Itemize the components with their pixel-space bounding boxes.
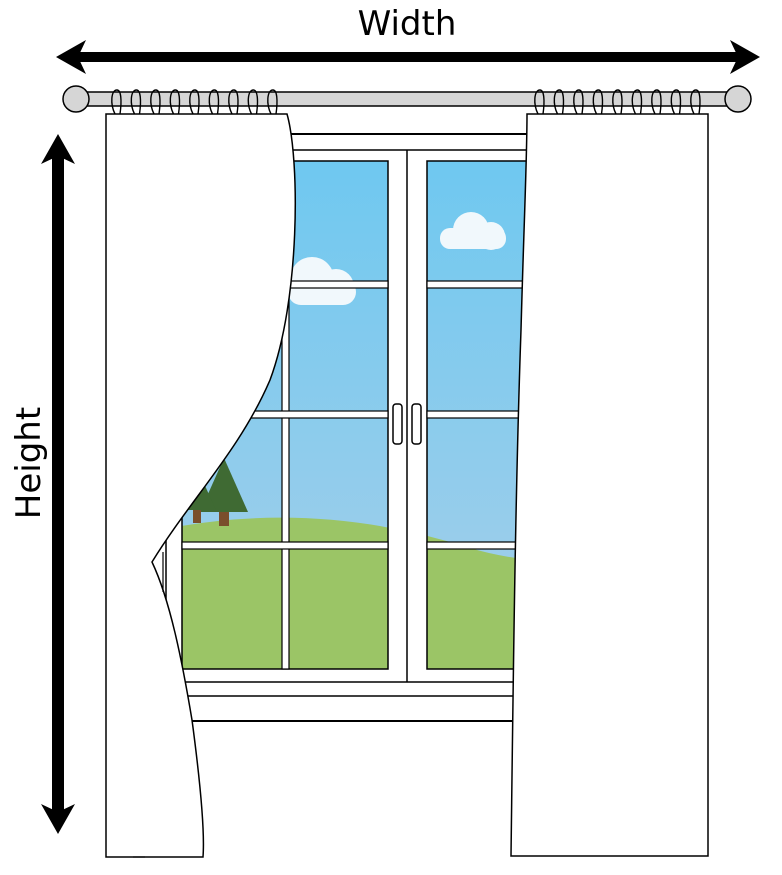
curtain-ring-icon bbox=[534, 89, 545, 115]
rod-end-right-icon bbox=[724, 85, 752, 113]
curtain-ring-icon bbox=[247, 89, 259, 115]
curtain-ring-icon bbox=[651, 89, 662, 115]
height-arrow-icon bbox=[41, 134, 75, 834]
left-curtain bbox=[105, 113, 297, 858]
window bbox=[149, 133, 561, 722]
curtain-ring-icon bbox=[189, 89, 200, 115]
right-curtain bbox=[510, 113, 709, 857]
curtain-ring-icon bbox=[612, 89, 623, 115]
height-label: Height bbox=[9, 407, 49, 519]
right-handle bbox=[411, 403, 422, 445]
hill bbox=[182, 517, 527, 669]
width-label: Width bbox=[358, 4, 457, 44]
curtain-ring-icon bbox=[553, 89, 565, 115]
cloud-icon bbox=[440, 212, 506, 250]
curtain-ring-icon bbox=[573, 89, 584, 115]
curtain-rings-left bbox=[111, 89, 278, 115]
curtain-rod bbox=[62, 85, 752, 113]
left-handle bbox=[392, 403, 403, 445]
curtain-ring-icon bbox=[267, 89, 278, 115]
rod-end-left-icon bbox=[62, 85, 90, 113]
curtain-ring-icon bbox=[228, 89, 239, 115]
curtain-ring-icon bbox=[690, 89, 701, 115]
curtain-rings-right bbox=[534, 89, 701, 115]
curtain-ring-icon bbox=[150, 89, 161, 115]
curtain-ring-icon bbox=[592, 89, 604, 115]
curtain-ring-icon bbox=[169, 89, 181, 115]
curtain-ring-icon bbox=[208, 89, 220, 115]
curtain-ring-icon bbox=[111, 89, 122, 115]
curtain-ring-icon bbox=[631, 89, 643, 115]
width-arrow-icon bbox=[56, 40, 760, 74]
curtain-ring-icon bbox=[130, 89, 142, 115]
curtain-ring-icon bbox=[670, 89, 682, 115]
